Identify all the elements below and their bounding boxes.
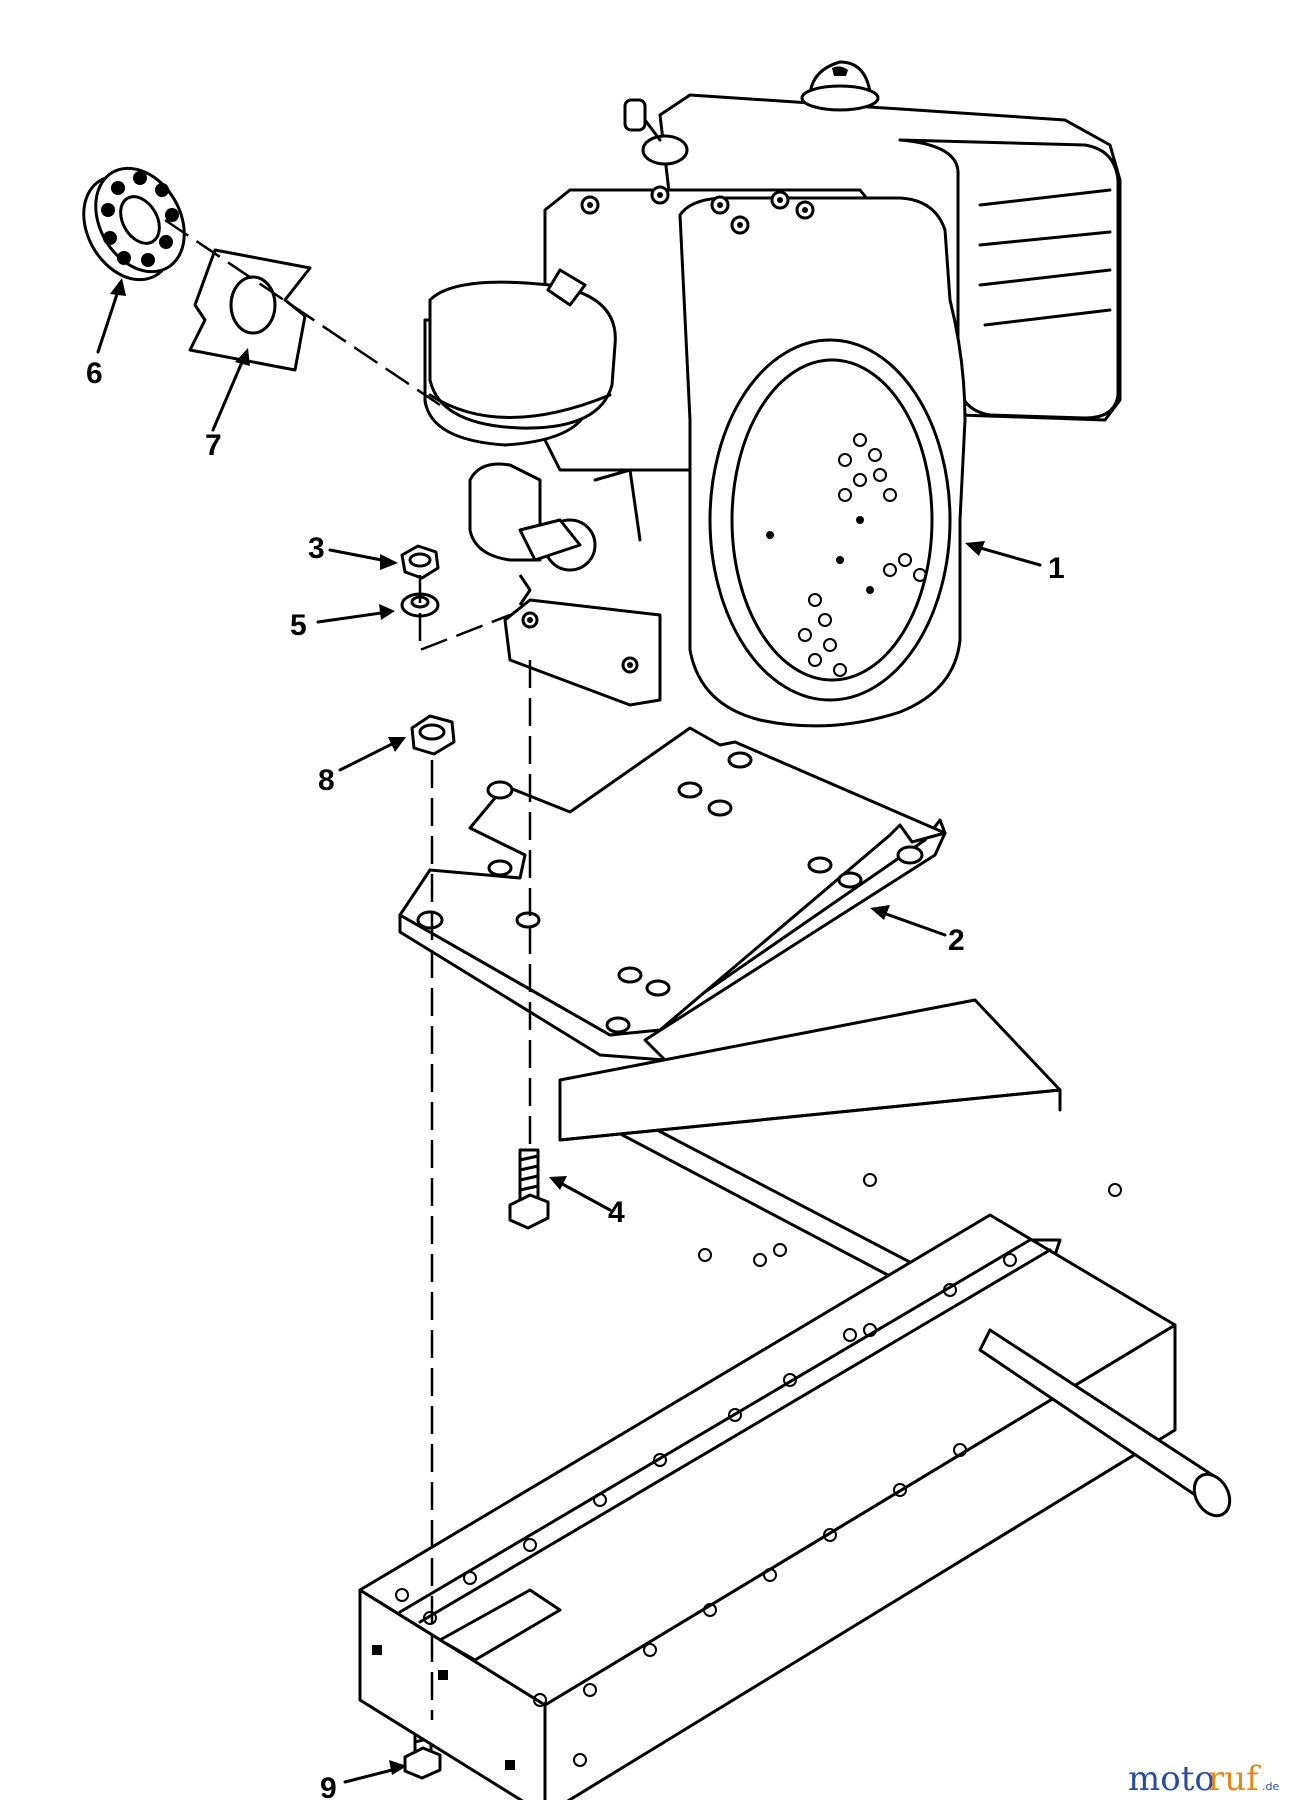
callout-5: 5 [290,609,307,642]
bearing [82,166,186,282]
flywheel-vent-holes [766,433,927,677]
callout-9: 9 [320,1772,337,1800]
plate-holes [416,751,924,1034]
svg-text:moto: moto [1128,1759,1215,1799]
callout-8: 8 [318,764,335,797]
frame-assembly [358,998,1232,1800]
assembly-centerlines [164,218,532,1720]
callout-6: 6 [86,357,103,390]
svg-text:.de: .de [1262,1780,1279,1793]
callout-3: 3 [308,532,325,565]
callout-2: 2 [948,924,965,957]
spacer-shim [188,248,312,372]
watermark-logo: moto ruf .de [1128,1759,1279,1799]
engine-assembly [423,60,1122,728]
hex-nut-3 [400,544,440,580]
callout-7: 7 [205,429,222,462]
leader-lines [96,278,1042,1784]
callout-labels: 1 2 3 4 5 6 7 8 9 [86,357,1065,1800]
callout-4: 4 [608,1196,625,1229]
top-bolts [580,185,815,235]
frame-holes [395,1173,1122,1767]
hex-nut-8 [410,714,456,756]
callout-1: 1 [1048,552,1065,585]
engine-mounting-plate [398,726,947,1062]
svg-text:ruf: ruf [1208,1759,1261,1799]
bolt-4 [508,1148,550,1230]
